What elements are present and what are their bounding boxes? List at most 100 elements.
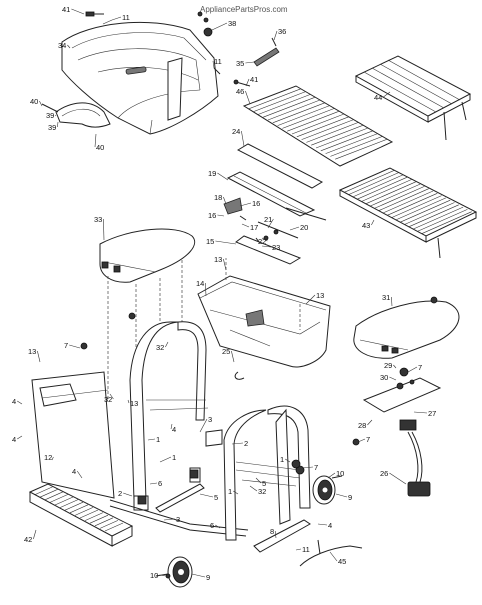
leader-line (231, 442, 244, 445)
leader-line (217, 172, 229, 181)
callout-33: 33 (94, 215, 102, 224)
callout-36: 36 (278, 27, 286, 36)
callout-38: 38 (228, 19, 236, 28)
leader-line (55, 114, 57, 117)
leader-line (71, 8, 85, 15)
leader-line (215, 524, 221, 529)
leader-line (233, 490, 239, 495)
callout-16: 16 (252, 199, 260, 208)
callout-13: 13 (214, 255, 222, 264)
callout-23: 23 (272, 243, 280, 252)
hardware (80, 312, 360, 579)
callout-7: 7 (366, 435, 370, 444)
leader-line (159, 456, 172, 463)
callout-41: 41 (62, 5, 70, 14)
callout-21: 21 (264, 215, 272, 224)
callout-7: 7 (64, 341, 68, 350)
callout-18: 18 (214, 193, 222, 202)
leader-line (163, 518, 176, 521)
warming-rack (354, 55, 472, 141)
leader-line (245, 90, 251, 105)
leader-line (391, 296, 393, 307)
callout-13: 13 (28, 347, 36, 356)
leader-line (389, 376, 397, 381)
leader-line (357, 438, 366, 443)
callout-2: 2 (244, 439, 248, 448)
burner-24 (236, 143, 324, 189)
callout-labels: 4111343836351141464440394024191816161721… (12, 5, 436, 582)
callout-26: 26 (380, 469, 388, 478)
callout-39: 39 (46, 111, 54, 120)
leader-line (109, 393, 114, 400)
callout-32: 32 (104, 395, 112, 404)
callout-40: 40 (30, 97, 38, 106)
leader-line (170, 423, 173, 430)
leader-line (241, 130, 245, 147)
callout-31: 31 (382, 293, 390, 302)
callout-1: 1 (228, 487, 232, 496)
callout-34: 34 (58, 41, 66, 50)
ignitor-wire-45 (299, 539, 363, 567)
callout-44: 44 (374, 93, 382, 102)
callout-22: 22 (258, 237, 266, 246)
cart-right-frame (205, 405, 311, 541)
callout-35: 35 (236, 59, 244, 68)
leader-line (147, 438, 156, 441)
leader-line (367, 419, 373, 426)
leader-line (383, 91, 391, 98)
callout-12: 12 (44, 453, 52, 462)
leader-line (273, 30, 278, 41)
callout-13: 13 (316, 291, 324, 300)
front-panel (31, 371, 115, 499)
leader-line (407, 366, 418, 373)
wheel-right (312, 475, 343, 505)
callout-32: 32 (156, 343, 164, 352)
callout-30: 30 (380, 373, 388, 382)
leader-line (274, 530, 277, 539)
callout-4: 4 (172, 425, 176, 434)
leader-line (239, 202, 252, 207)
basket-42 (28, 483, 134, 547)
leader-line (76, 470, 83, 479)
callout-41: 41 (250, 75, 258, 84)
leader-line (67, 44, 71, 49)
leader-line (245, 78, 250, 87)
leader-line (159, 574, 167, 577)
cooking-grate (242, 85, 394, 167)
callout-5: 5 (262, 479, 266, 488)
leader-line (211, 22, 228, 31)
leader-line (57, 121, 59, 128)
knob-parts-38 (197, 11, 213, 37)
leader-line (371, 219, 375, 226)
leader-line (17, 435, 23, 440)
callout-32: 32 (258, 487, 266, 496)
leader-line (51, 456, 54, 461)
bolt-41 (85, 11, 104, 17)
callout-45: 45 (338, 557, 346, 566)
callout-42: 42 (24, 535, 32, 544)
leader-line (199, 493, 214, 498)
callout-15: 15 (206, 237, 214, 246)
callout-24: 24 (232, 127, 240, 136)
callout-13: 13 (130, 399, 138, 408)
leader-line (33, 529, 37, 540)
callout-17: 17 (250, 223, 258, 232)
lid-part (61, 21, 219, 135)
callout-43: 43 (362, 221, 370, 230)
leader-line (199, 418, 208, 433)
callout-9: 9 (206, 573, 210, 582)
valve-parts (223, 197, 327, 247)
bottom-rail-8 (253, 519, 311, 553)
leader-line (267, 218, 274, 229)
leader-line (329, 551, 338, 562)
callout-1: 1 (172, 453, 176, 462)
leader-line (261, 245, 272, 248)
leader-line (69, 344, 81, 349)
leader-line (103, 218, 105, 241)
leader-line (255, 477, 262, 484)
callout-11: 11 (302, 545, 310, 554)
callout-40: 40 (96, 143, 104, 152)
callout-9: 9 (348, 493, 352, 502)
